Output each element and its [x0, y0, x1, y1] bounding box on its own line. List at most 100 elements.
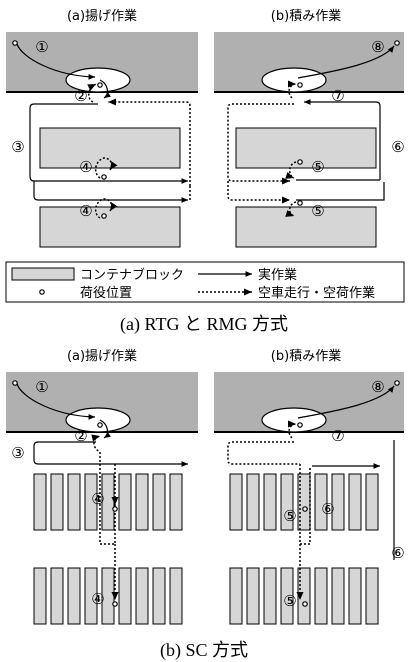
step-2: ②	[74, 427, 87, 445]
actual-path	[296, 182, 385, 201]
handling-point	[297, 159, 303, 165]
container-block	[39, 206, 181, 248]
container-block	[235, 206, 377, 248]
step-4: ④	[91, 590, 104, 608]
step-6: ⑥	[391, 544, 404, 562]
crane-area-ellipse	[65, 407, 131, 433]
container-block-lane	[314, 567, 328, 625]
step-7: ⑦	[331, 87, 344, 105]
bottom-load-panel: ⑧ ⑦ ⑤ ⑥ ⑥ ⑤	[214, 372, 405, 625]
container-block-lane	[33, 473, 47, 531]
container-block-lane	[280, 567, 294, 625]
container-block-lane	[348, 473, 362, 531]
step-3: ③	[11, 138, 24, 156]
legend-point-label: 荷役位置	[80, 286, 132, 301]
container-block-lane	[135, 567, 149, 625]
top-load-panel: ⑧ ⑦ ⑥ ⑤ ⑤	[214, 32, 405, 248]
container-block	[235, 127, 377, 169]
actual-path	[29, 103, 188, 184]
empty-path	[287, 80, 297, 99]
actual-path	[16, 43, 96, 80]
legend-empty-label: 空車走行・空荷作業	[258, 285, 375, 301]
legend-block-label: コンテナブロック	[80, 267, 184, 283]
step-8: ⑧	[371, 38, 384, 56]
container-block-lane	[118, 567, 132, 625]
top-load-title: (b)積み作業	[271, 8, 341, 24]
actual-path	[297, 45, 395, 79]
actual-path	[16, 383, 96, 420]
handling-point	[297, 82, 303, 88]
container-block-lane	[50, 473, 64, 531]
handling-point	[394, 40, 400, 46]
legend: コンテナブロック 荷役位置 実作業 空車走行・空荷作業	[5, 261, 405, 303]
container-block-lane	[67, 473, 81, 531]
handling-point	[97, 82, 103, 88]
empty-path	[99, 466, 116, 545]
container-block-lane	[229, 567, 243, 625]
container-block-lane	[152, 567, 166, 625]
empty-path	[227, 441, 300, 465]
container-block	[39, 127, 181, 169]
handling-point	[112, 506, 118, 512]
empty-path	[300, 466, 311, 545]
caption-a: (a) RTG と RMG 方式	[120, 314, 288, 335]
container-block-lane	[314, 473, 328, 531]
actual-path	[33, 181, 188, 203]
container-block-lane	[118, 473, 132, 531]
actual-path	[33, 441, 188, 467]
actual-path	[297, 385, 395, 419]
legend-actual-label: 実作業	[258, 267, 297, 283]
crane-area-ellipse	[261, 67, 327, 93]
legend-block-swatch	[11, 267, 75, 281]
step-6: ⑥	[321, 500, 334, 518]
handling-point	[101, 213, 107, 219]
handling-point	[394, 380, 400, 386]
container-block-lane	[229, 473, 243, 531]
container-block-lane	[135, 473, 149, 531]
handling-point	[12, 380, 18, 386]
empty-path	[91, 434, 101, 466]
empty-path	[108, 98, 191, 186]
bottom-unload-panel: ① ② ③ ④ ④	[6, 372, 198, 625]
container-block-lane	[84, 473, 98, 531]
step-5: ⑤	[283, 592, 296, 610]
container-block-lane	[152, 473, 166, 531]
step-5: ⑤	[311, 202, 324, 220]
container-block-lane	[84, 567, 98, 625]
actual-path	[304, 99, 381, 180]
handling-point	[112, 601, 118, 607]
container-block-lane	[169, 567, 183, 625]
crane-area-ellipse	[65, 67, 131, 93]
top-unload-title: (a)揚げ作業	[67, 8, 137, 24]
step-3: ③	[11, 444, 24, 462]
step-4: ④	[79, 158, 92, 176]
actual-path	[99, 419, 111, 439]
handling-point	[297, 200, 303, 206]
sc-block-rows	[229, 473, 379, 625]
container-block-lane	[246, 567, 260, 625]
sc-block-rows	[33, 473, 183, 625]
empty-path	[285, 201, 297, 217]
container-block-lane	[263, 567, 277, 625]
container-block-lane	[365, 473, 379, 531]
handling-point	[297, 422, 303, 428]
container-block-lane	[246, 473, 260, 531]
empty-path	[227, 103, 294, 185]
step-7: ⑦	[331, 427, 344, 445]
container-block-lane	[169, 473, 183, 531]
step-2: ②	[74, 87, 87, 105]
step-8: ⑧	[371, 378, 384, 396]
bottom-load-title: (b)積み作業	[271, 348, 341, 364]
legend-point-swatch	[39, 289, 45, 295]
empty-path	[94, 157, 118, 179]
step-4: ④	[91, 490, 104, 508]
crane-area-ellipse	[261, 407, 327, 433]
empty-path	[285, 161, 297, 179]
empty-path	[94, 198, 118, 219]
empty-path	[287, 420, 297, 439]
actual-path	[99, 79, 111, 99]
handling-point	[302, 601, 308, 607]
handling-point	[97, 422, 103, 428]
container-block-lane	[33, 567, 47, 625]
